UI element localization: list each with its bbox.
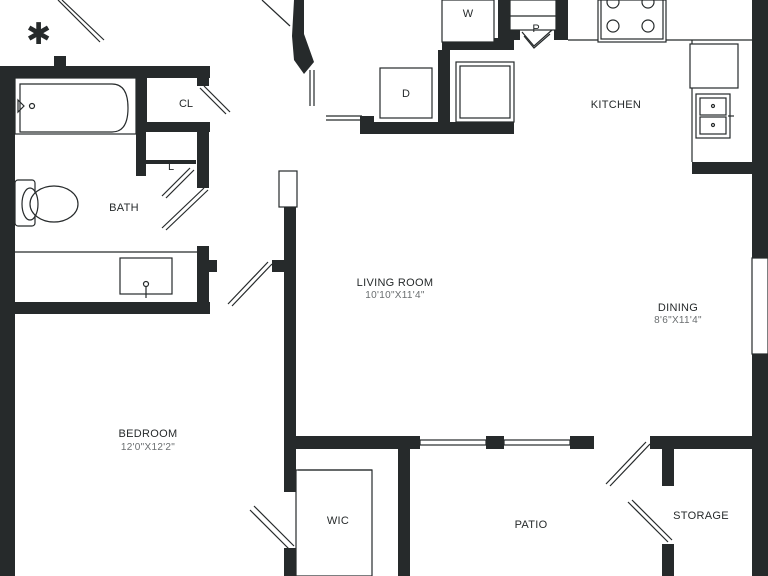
wall-wic-lower [284,548,296,576]
door-closet [199,85,231,115]
dryer: D [379,67,433,119]
room-wic-name: WIC [327,515,349,527]
room-dining-name: DINING [658,302,698,314]
door-patio [605,441,651,487]
room-dining-dims: 8'6"X11'4" [654,315,702,326]
room-bath-name: BATH [109,202,139,214]
column-living [278,170,298,208]
washer: W [441,0,495,43]
wall-closet-right-top [197,66,209,86]
pantry: P [509,0,557,35]
window-patio-left [419,439,487,446]
room-living-name: LIVING ROOM [357,277,434,289]
wall-linen-bottom [136,160,196,164]
wall-storage-top [650,436,768,449]
wall-patio-top-mid [486,436,504,449]
wall-bath-bottom [0,302,210,314]
wall-right-exterior-bottom [752,354,768,576]
wall-closet-bottom [136,122,210,132]
doors [57,0,673,551]
stove [597,0,667,43]
linen-label: L [168,161,174,173]
vanity [15,251,197,298]
wall-bath-right-stub [197,260,217,272]
closet-label: CL [179,98,193,110]
dryer-label: D [402,88,410,100]
room-labels: LIVING ROOM 10'10"X11'4" DINING 8'6"X11'… [109,99,729,531]
door-entry-2 [261,0,291,27]
pantry-label: P [532,23,539,35]
door-entry [57,0,105,43]
door-dryer [326,115,362,121]
room-patio-name: PATIO [515,519,548,531]
room-living-dims: 10'10"X11'4" [365,290,425,301]
door-bedroom [227,261,273,307]
wall-living-left-stub [272,260,296,272]
wall-closet-left [136,66,147,132]
door-wic [249,505,295,551]
dishwasher [689,43,739,89]
room-bedroom-name: BEDROOM [119,428,178,440]
wall-wic-right [398,436,410,576]
kitchen-sink [695,93,734,139]
wall-linen-right [197,132,209,188]
wall-pantry-right [554,0,568,40]
wall-storage-left-top [662,436,674,486]
wall-left-exterior [0,66,15,576]
wall-entry [292,0,314,74]
door-pantry [521,29,553,49]
wall-laundry-stub [360,116,374,134]
window-dining [751,257,768,355]
room-bedroom-dims: 12'0"X12'2" [121,442,175,453]
wall-laundry-divider [438,50,450,132]
door-laundry [309,70,315,106]
windows [278,39,768,576]
room-storage-name: STORAGE [673,510,729,522]
wall-bath-top [0,66,210,78]
wall-patio-top-right [570,436,594,449]
washer-label: W [463,8,474,20]
wall-patio-top-left [284,436,420,449]
bathtub [14,77,137,135]
door-linen [161,167,195,199]
toilet [14,179,79,227]
wall-bath-top-stub [54,56,66,68]
door-storage [627,499,673,543]
refrigerator [455,61,515,123]
door-bath [161,187,209,231]
fixtures: W P D [14,0,739,298]
window-patio-right [503,439,571,446]
wall-living-left [284,206,296,492]
wall-kitchen-right [692,162,754,174]
wall-pantry-stub [506,28,520,40]
wall-right-exterior-top [752,0,768,258]
star-icon: ✱ [26,17,51,52]
wall-storage-left-bottom [662,544,674,576]
room-kitchen-name: KITCHEN [591,99,641,111]
wall-bath-right [197,246,209,314]
wall-linen-left [136,132,146,176]
